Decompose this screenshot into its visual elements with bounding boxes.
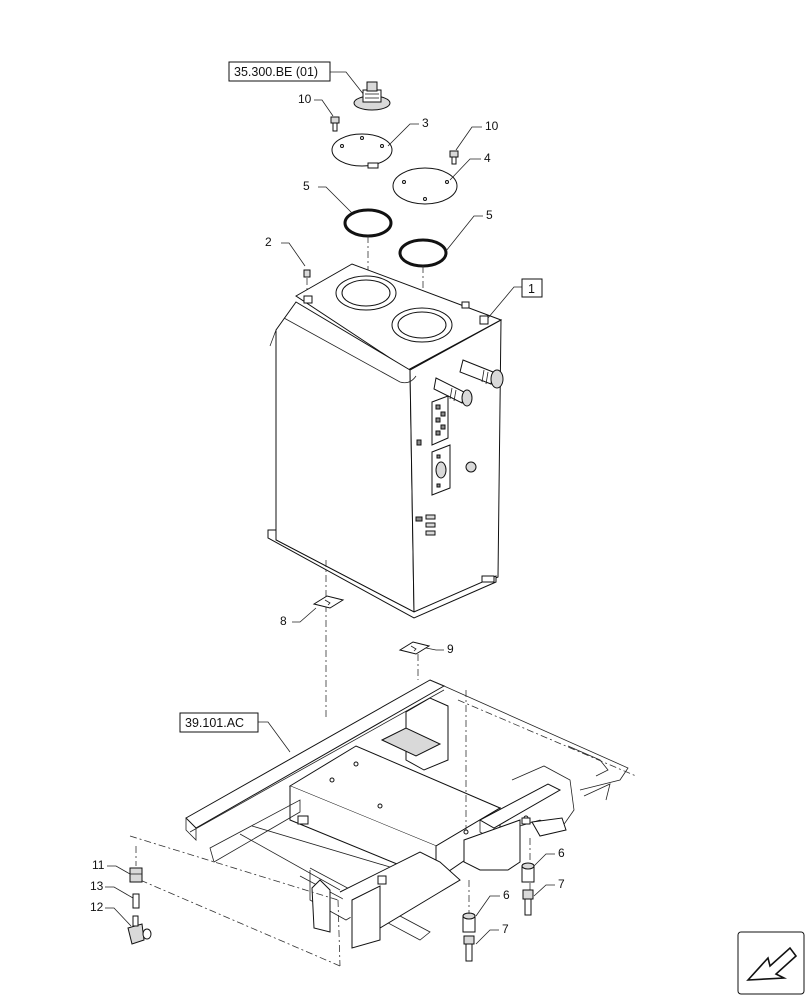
callout-3: 3 [422,116,429,130]
callout-5-right: 5 [486,208,493,222]
arrow-next-icon[interactable] [737,931,805,995]
callout-4: 4 [484,151,491,165]
cover-plate-4 [392,167,458,205]
spacer-6-right [521,862,535,883]
tank-reference[interactable]: 1 [521,278,543,298]
cap-reference-label: 35.300.BE (01) [234,65,318,79]
callout-10-left: 10 [298,92,312,106]
callout-12: 12 [90,900,104,914]
callout-10-right: 10 [485,119,499,133]
hydraulic-tank [267,263,504,619]
callout-9: 9 [447,642,454,656]
callout-8: 8 [280,614,287,628]
callout-6-left: 6 [503,888,510,902]
cover-plate-3 [331,133,393,169]
callout-11: 11 [92,858,105,872]
chassis-frame [185,679,629,949]
callout-5-left: 5 [303,179,310,193]
hose-port-upper [459,359,504,389]
gasket-5-left [343,208,393,238]
tank-reference-label: 1 [528,282,535,296]
cap-reference[interactable]: 35.300.BE (01) [228,61,331,82]
filler-cap [353,81,391,111]
gasket-5-right [398,238,448,268]
plug-2 [303,269,311,278]
callout-7-left: 7 [502,922,509,936]
callout-7-right: 7 [558,877,565,891]
bolt-10-right [449,150,459,165]
frame-reference[interactable]: 39.101.AC [179,712,259,733]
port-block-lower [431,444,451,496]
pad-9 [398,641,431,655]
sight-gauge [465,461,477,473]
frame-reference-label: 39.101.AC [185,716,244,730]
hose-port-lower [433,377,473,407]
bolt-7-right [522,889,534,916]
callout-2: 2 [265,235,272,249]
callout-13: 13 [90,879,104,893]
port-block-upper [431,395,449,446]
bolt-7-left [463,935,475,962]
fitting-13 [132,893,140,909]
fitting-12 [127,915,152,945]
bolt-10-left [330,116,340,132]
callout-6-right: 6 [558,846,565,860]
fitting-11 [129,867,143,883]
spacer-6-left [462,912,476,933]
pad-8 [312,595,345,609]
